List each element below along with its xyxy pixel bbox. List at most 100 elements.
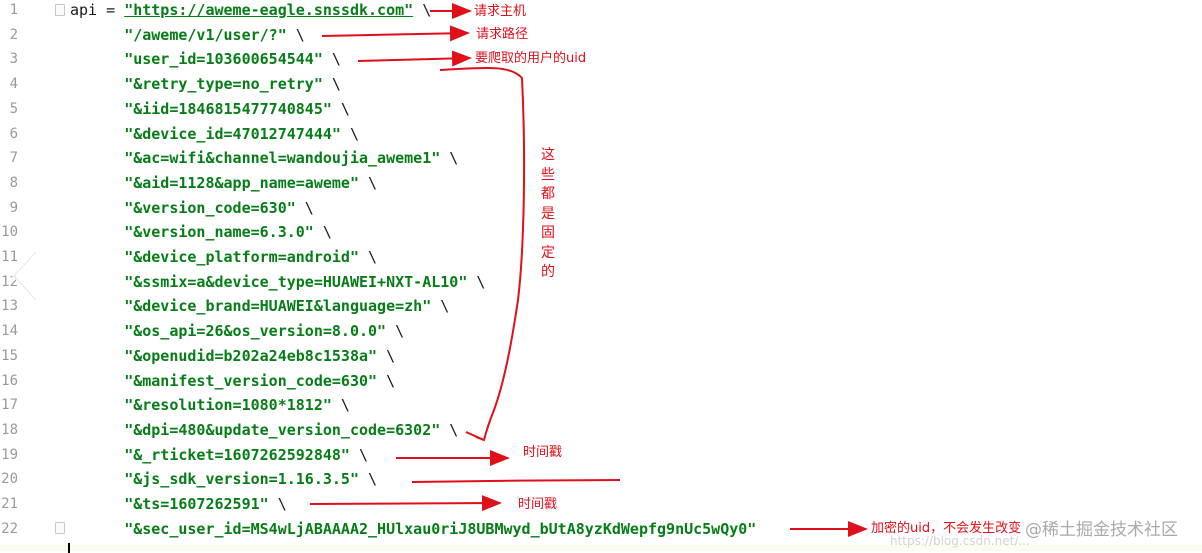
js-sdk-underline [411,479,621,483]
line-continuation: \ [340,124,359,143]
line-continuation: \ [440,420,459,439]
line-continuation: \ [359,248,378,266]
string-literal: "user_id=103600654544" [124,50,323,69]
annotation-encrypted: 加密的uid，不会发生改变 [871,521,1022,536]
string-literal: "&dpi=480&update_version_code=6302" [124,420,441,439]
code-line[interactable]: api = "https://aweme-eagle.snssdk.com" \ [70,1,431,19]
line-continuation: \ [331,99,350,118]
code-line[interactable]: "&openudid=b202a24eb8c1538a" \ [70,347,395,365]
text-caret [68,543,70,553]
code-line[interactable]: "&sec_user_id=MS4wLjABAAAA2_HUlxau0riJ8U… [70,520,756,538]
line-continuation: \ [431,297,450,316]
string-literal: "&resolution=1080*1812" [124,396,332,415]
string-literal: "&manifest_version_code=630" [124,371,378,390]
line-number: 6 [9,125,18,142]
line-continuation: \ [413,1,432,19]
line-continuation: \ [322,50,341,69]
line-continuation: \ [322,75,341,94]
code-line[interactable]: "&ssmix=a&device_type=HUAWEI+NXT-AL10" \ [70,273,485,291]
line-number: 13 [1,298,18,315]
fold-start-icon[interactable] [55,4,65,16]
line-continuation: \ [386,322,405,341]
line-number: 3 [9,51,18,68]
code-line[interactable]: "&_rticket=1607262592848" \ [70,446,368,464]
code-line[interactable]: "&version_name=6.3.0" \ [70,223,332,241]
annotation-timestamp-2: 时间戳 [518,497,558,512]
string-literal: "&version_code=630" [124,198,296,217]
code-line[interactable]: "&ts=1607262591" \ [70,495,287,513]
line-number: 7 [9,150,18,167]
uid-arrow [357,50,472,67]
string-literal: "&device_brand=HUAWEI&language=zh" [124,297,432,316]
line-continuation: \ [359,173,378,192]
line-number: 16 [1,372,18,389]
line-continuation: \ [467,272,486,291]
string-literal: "&retry_type=no_retry" [124,75,323,94]
code-line[interactable]: "&version_code=630" \ [70,199,314,217]
line-number: 5 [9,100,18,117]
string-literal: "&aid=1128&app_name=aweme" [124,173,359,192]
code-line[interactable]: "&manifest_version_code=630" \ [70,372,395,390]
line-continuation: \ [286,25,305,44]
line-number: 15 [1,347,18,364]
string-literal: "&ts=1607262591" [124,495,269,513]
code-line[interactable]: "&js_sdk_version=1.16.3.5" \ [70,470,377,488]
previous-chevron-icon[interactable] [10,250,40,302]
line-number: 2 [9,26,18,43]
string-literal: "&device_id=47012747444" [124,124,341,143]
line-number: 11 [1,249,18,265]
line-number: 17 [1,397,18,414]
annotation-host: 请求主机 [474,4,527,19]
string-literal: "&ssmix=a&device_type=HUAWEI+NXT-AL10" [124,272,468,291]
string-literal: "&_rticket=1607262592848" [124,445,350,464]
code-line[interactable]: "&iid=1846815477740845" \ [70,100,350,118]
annotation-path: 请求路径 [476,27,529,42]
line-continuation: \ [440,149,459,168]
string-literal: "&js_sdk_version=1.16.3.5" [124,470,359,489]
watermark-brand: @稀土掘金技术社区 [1025,520,1178,540]
string-literal: "/aweme/v1/user/?" [124,25,287,44]
line-number: 21 [1,496,18,512]
string-literal: "&sec_user_id=MS4wLjABAAAA2_HUlxau0riJ8U… [124,519,757,538]
string-literal: "&ac=wifi&channel=wandoujia_aweme1" [124,149,441,168]
line-number: 9 [9,199,18,216]
line-continuation: \ [359,470,378,489]
code-line[interactable]: "&retry_type=no_retry" \ [70,75,341,93]
code-line[interactable]: "&device_id=47012747444" \ [70,125,359,143]
path-arrow [321,25,470,42]
annotation-uid: 要爬取的用户的uid [475,51,587,66]
code-line[interactable]: "&ac=wifi&channel=wandoujia_aweme1" \ [70,149,458,167]
string-literal: "&openudid=b202a24eb8c1538a" [124,346,378,365]
line-number: 19 [1,446,18,463]
line-continuation: \ [313,223,332,242]
code-line[interactable]: "&resolution=1080*1812" \ [70,396,350,414]
line-continuation: \ [349,445,369,464]
watermark-subtext: https://blog.csdn.net/... [890,534,1030,548]
line-continuation: \ [295,198,314,217]
line-number: 18 [1,421,18,438]
string-literal: "&iid=1846815477740845" [124,99,332,118]
string-literal: "https://aweme-eagle.snssdk.com" [124,1,414,19]
line-continuation: \ [377,346,396,365]
code-line[interactable]: "&dpi=480&update_version_code=6302" \ [70,421,458,439]
line-continuation: \ [377,371,396,390]
line-number: 14 [1,323,18,340]
code-line[interactable]: "&device_platform=android" \ [70,248,377,266]
line-number: 22 [1,520,18,537]
line-number: 10 [1,224,18,241]
fold-end-icon[interactable] [55,522,65,534]
string-literal: "&version_name=6.3.0" [124,223,314,242]
line-number: 20 [1,471,18,488]
line-continuation: \ [268,495,287,513]
current-line-highlight [0,545,1202,551]
line-continuation: \ [331,396,350,415]
line-number: 1 [9,2,18,18]
code-line[interactable]: "user_id=103600654544" \ [70,50,341,68]
code-line[interactable]: "&os_api=26&os_version=8.0.0" \ [70,322,404,340]
code-line[interactable]: "/aweme/v1/user/?" \ [70,26,305,44]
code-line[interactable]: "&aid=1128&app_name=aweme" \ [70,174,377,192]
code-prefix: api = [70,1,125,19]
code-line[interactable]: "&device_brand=HUAWEI&language=zh" \ [70,297,449,315]
string-literal: "&device_platform=android" [124,248,359,266]
